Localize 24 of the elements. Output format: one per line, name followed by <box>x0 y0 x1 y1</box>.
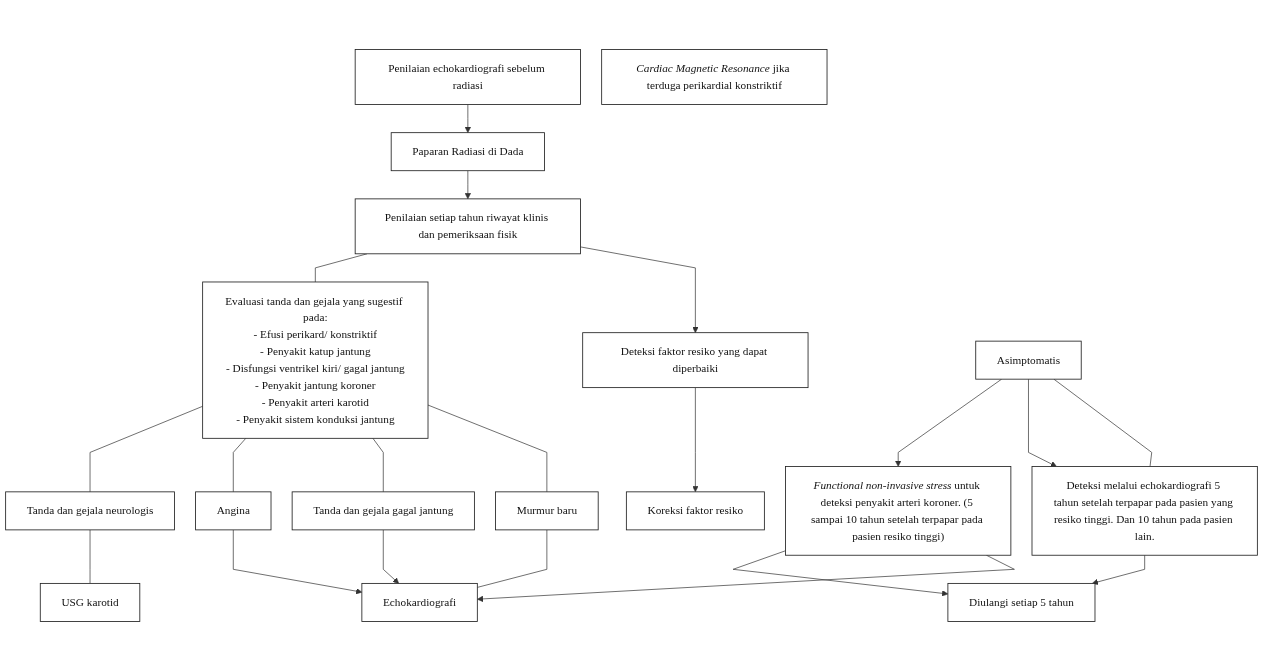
node-box: Asimptomatis <box>975 340 1082 380</box>
node-box: Deteksi faktor resiko yang dapat diperbaiki <box>582 332 809 389</box>
connector <box>427 404 548 493</box>
connector <box>232 437 247 493</box>
node-box: Diulangi setiap 5 tahun <box>947 582 1096 622</box>
node-box: Murmur baru <box>495 491 599 531</box>
node-box: Paparan Radiasi di Dada <box>390 132 545 172</box>
connector <box>372 437 384 493</box>
node-box: Cardiac Magnetic Resonance jika terduga perikardial konstriktif <box>601 49 828 105</box>
node-box: Functional non-invasive stress untuk deteksi penyakit arteri koroner. (5 sampai 10 tahun setelah terpapar pada pasien resiko tinggi) <box>785 466 1012 556</box>
node-box: Evaluasi tanda dan gejala yang sugestif pada: - Efusi perikard/ konstriktif - Penyakit katup jantung - Disfungsi ventrikel kiri/ gagal jantung - Penyakit jantung koroner - Penyakit arteri karotid - Penyakit sistem konduksi jantung <box>202 281 429 439</box>
node-box: USG karotid <box>39 582 141 622</box>
node-box: Penilaian setiap tahun riwayat klinis dan pemeriksaan fisik <box>354 198 581 255</box>
connector <box>89 405 203 493</box>
node-box: Tanda dan gejala gagal jantung <box>291 491 475 531</box>
node-box: Penilaian echokardiografi sebelum radiasi <box>354 49 581 105</box>
connector <box>476 529 548 588</box>
node-box: Echokardiografi <box>361 582 478 622</box>
node-box: Koreksi faktor resiko <box>625 491 765 531</box>
node-box: Angina <box>195 491 272 531</box>
node-box: Tanda dan gejala neurologis <box>5 491 175 531</box>
connector <box>1053 378 1153 467</box>
node-box: Deteksi melalui echokardiografi 5 tahun setelah terpapar pada pasien yang resiko tinggi. Dan 10 tahun pada pasien lain. <box>1031 466 1258 556</box>
connector <box>89 529 91 584</box>
